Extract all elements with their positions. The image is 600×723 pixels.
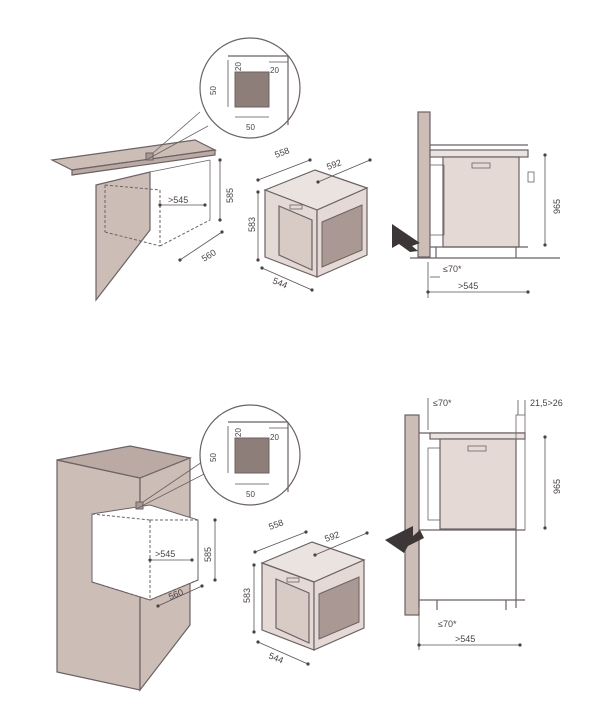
bottom-oven-height-label: 583 [242,588,252,603]
top-inset-right-label: 20 [270,66,279,75]
top-oven-width-label: 592 [325,157,343,172]
top-socket-box-detail [234,71,270,108]
bottom-cabinet-height-label: 585 [203,547,213,562]
bottom-side-depth-label: >545 [455,634,475,644]
top-socket-detail: 20 20 50 50 [199,37,301,139]
top-inset-top-label: 20 [234,62,243,71]
bottom-side-top-gap-label: ≤70* [433,398,452,408]
bottom-oven-door [275,578,310,644]
top-oven-drawing: 558 592 583 544 [247,145,372,292]
top-cabinet-width-label: 560 [200,247,218,263]
bottom-side-arrow [385,526,424,553]
bottom-cabinet-depth-label: >545 [155,549,175,559]
top-inset-height-label: 50 [209,86,218,95]
bottom-socket-box-detail [234,437,270,474]
bottom-inset-width-label: 50 [246,490,255,499]
top-inset-width-label: 50 [246,123,255,132]
top-oven-front-label: 544 [271,276,289,291]
bottom-oven-depth-label: 558 [267,517,285,532]
top-cabinet-diagram: 585 >545 560 [50,111,235,302]
top-side-oven-door [442,156,520,248]
bottom-oven-width-label: 592 [323,529,341,544]
cabinet-left-panel [95,171,151,302]
bottom-side-oven-door [439,438,517,530]
top-side-wall [417,111,431,258]
top-side-gap-label: ≤70* [443,264,462,274]
top-side-view: 965 ≤70* >545 [392,111,562,298]
bottom-side-view: ≤70* 21,5>26 965 ≤70* >545 [385,398,563,650]
bottom-side-gap-label: ≤70* [438,619,457,629]
top-oven-height-label: 583 [247,217,257,232]
top-cabinet-depth-label: >545 [168,195,188,205]
top-side-arrow [392,224,420,252]
top-side-height-label: 965 [552,199,562,214]
bottom-inset-height-label: 50 [209,453,218,462]
top-oven-door [278,205,313,271]
bottom-inset-right-label: 20 [270,433,279,442]
top-oven-depth-label: 558 [273,145,291,160]
bottom-side-wall [404,414,420,616]
bottom-side-right-gap-label: 21,5>26 [530,398,563,408]
bottom-inset-top-label: 20 [234,428,243,437]
bottom-oven-drawing: 558 592 583 544 [242,517,369,666]
bottom-cabinet-diagram: 585 >545 560 [56,445,217,692]
top-cabinet-height-label: 585 [225,188,235,203]
bottom-socket-detail: 20 20 50 50 [199,404,301,506]
top-side-depth-label: >545 [458,281,478,291]
bottom-side-height-label: 965 [552,479,562,494]
